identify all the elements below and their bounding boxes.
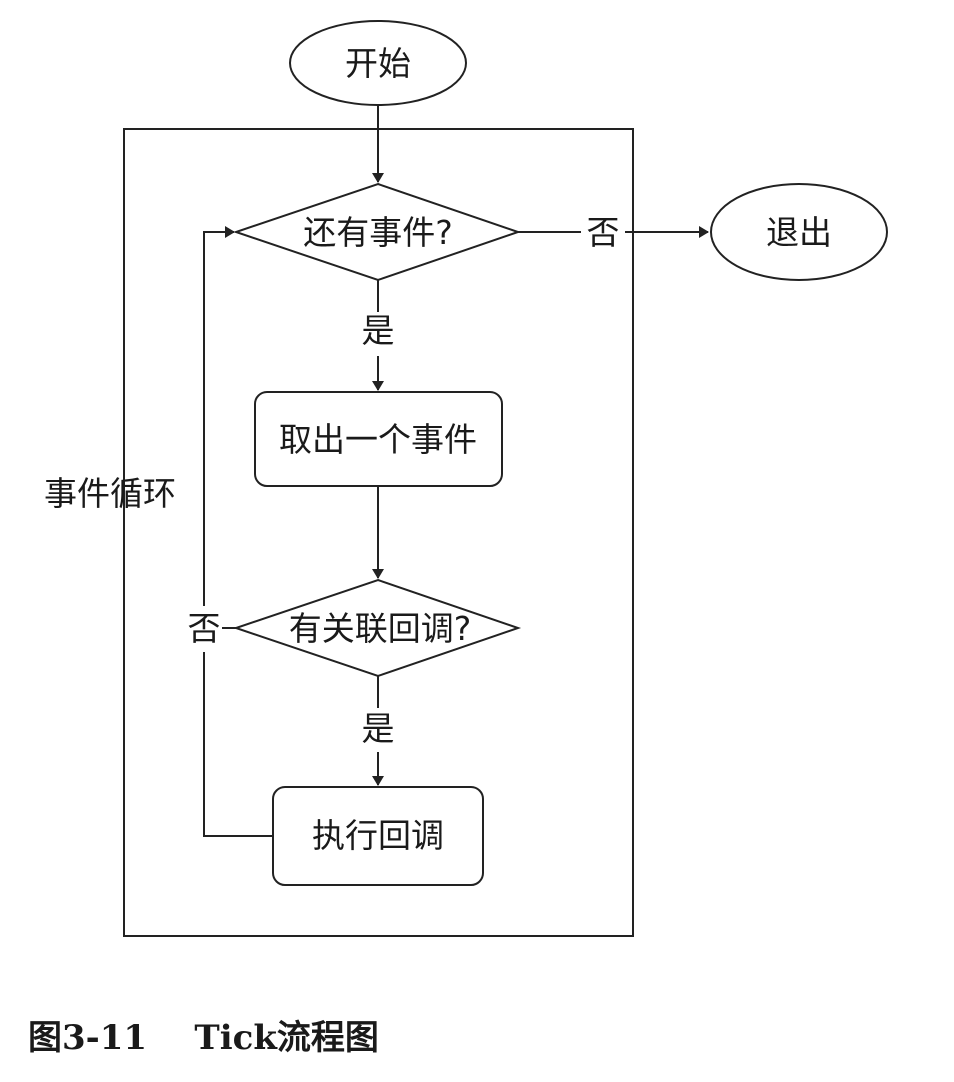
edge-label-yes-run: 是 bbox=[362, 709, 395, 748]
tick-flowchart: 开始 还有事件? 否 退出 是 取出一个事件 有关联回调? 否 是 执行回调 事… bbox=[44, 20, 888, 937]
take-event-label: 取出一个事件 bbox=[279, 420, 477, 459]
has-event-label: 还有事件? bbox=[303, 213, 453, 252]
figure-caption: 图3-11 Tick流程图 bbox=[28, 1018, 379, 1058]
has-callback-label: 有关联回调? bbox=[289, 609, 472, 648]
event-loop-label: 事件循环 bbox=[44, 474, 176, 513]
exit-label: 退出 bbox=[766, 213, 832, 252]
edge-loop-back-upper bbox=[203, 226, 235, 606]
run-callback-label: 执行回调 bbox=[312, 816, 444, 855]
edge-label-no-loop: 否 bbox=[188, 609, 221, 648]
edge-label-yes-take: 是 bbox=[362, 311, 395, 350]
edge-loop-back-lower bbox=[203, 652, 273, 837]
start-label: 开始 bbox=[345, 44, 411, 83]
edge-label-no-exit: 否 bbox=[587, 213, 620, 252]
exit-terminal bbox=[710, 183, 888, 281]
